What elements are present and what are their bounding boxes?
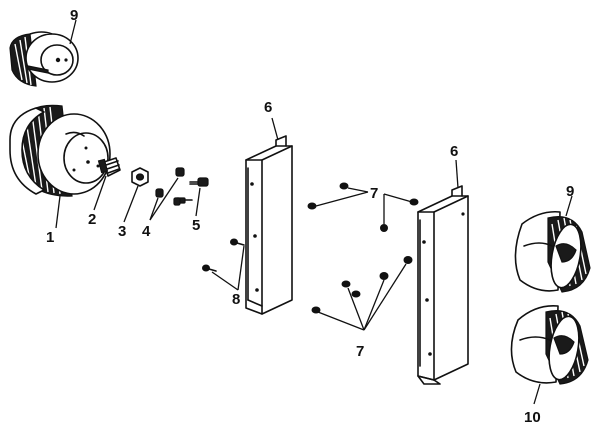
- part-10-cone-lamp: [510, 304, 589, 385]
- label-9-right: 9: [566, 183, 574, 200]
- label-10: 10: [524, 409, 541, 426]
- label-5: 5: [192, 217, 200, 234]
- label-6-right: 6: [450, 143, 458, 160]
- label-7-bottom: 7: [356, 343, 364, 360]
- part-6-left-bracket: [245, 135, 293, 315]
- part-1-lamp-housing: [9, 104, 111, 197]
- label-1: 1: [46, 229, 54, 246]
- part-9-top-lamp: [9, 31, 79, 87]
- label-4: 4: [142, 223, 151, 240]
- part-4-pins: [155, 167, 193, 204]
- label-6-left: 6: [264, 99, 272, 116]
- label-2: 2: [88, 211, 96, 228]
- label-8: 8: [232, 291, 240, 308]
- part-6-right-bracket: [417, 185, 469, 385]
- part-9-cone-lamp: [514, 210, 591, 293]
- label-7-top: 7: [370, 185, 378, 202]
- part-2-threaded-fitting: [97, 157, 121, 177]
- part-8-small-screws: [202, 238, 245, 272]
- part-3-nut: [131, 167, 149, 187]
- leader-lines: [55, 19, 573, 405]
- label-9-top-left: 9: [70, 7, 78, 24]
- part-7-grommets: [307, 182, 419, 314]
- part-5-screws: [173, 177, 209, 206]
- label-3: 3: [118, 223, 126, 240]
